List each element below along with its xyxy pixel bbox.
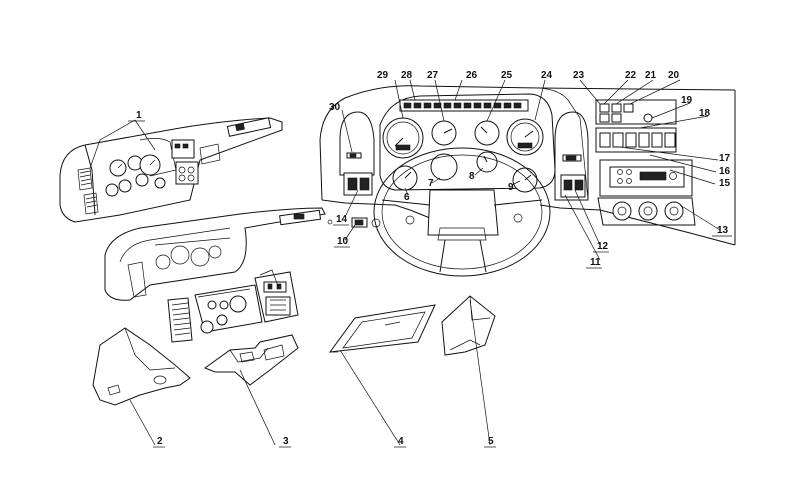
gauge-9 bbox=[512, 167, 538, 193]
callout-20: 20 bbox=[668, 70, 680, 81]
leader-lines bbox=[89, 79, 721, 446]
callout-18: 18 bbox=[699, 108, 711, 119]
part-1-dashboard-assembly bbox=[59, 117, 283, 223]
main-dashboard bbox=[319, 85, 736, 277]
gauge-6 bbox=[392, 165, 418, 191]
callout-28: 28 bbox=[401, 70, 413, 81]
callout-25: 25 bbox=[501, 70, 513, 81]
callout-14: 14 bbox=[336, 214, 348, 225]
part-3-lower-center-panel bbox=[203, 334, 299, 386]
callout-27: 27 bbox=[427, 70, 439, 81]
callout-9: 9 bbox=[508, 182, 514, 193]
gauge-25 bbox=[474, 120, 500, 146]
dashboard-shell-exploded bbox=[104, 207, 333, 301]
callout-5: 5 bbox=[488, 436, 494, 447]
steering-wheel bbox=[373, 147, 551, 277]
callout-7: 7 bbox=[428, 178, 434, 189]
callout-10: 10 bbox=[337, 236, 349, 247]
callout-13: 13 bbox=[717, 225, 729, 236]
callout-labels: 1 2 3 4 5 6 7 8 9 10 11 12 13 14 15 16 1… bbox=[128, 70, 732, 448]
instrument-panel-exploded bbox=[167, 269, 299, 343]
center-console bbox=[595, 99, 696, 226]
callout-1: 1 bbox=[136, 110, 142, 121]
callout-24: 24 bbox=[541, 70, 553, 81]
part-4-glovebox-panel bbox=[328, 304, 436, 353]
callout-12: 12 bbox=[597, 241, 609, 252]
indicator-lamps bbox=[403, 102, 522, 109]
gauge-29 bbox=[382, 117, 424, 159]
gauge-27 bbox=[431, 120, 457, 146]
callout-2: 2 bbox=[157, 436, 163, 447]
callout-6: 6 bbox=[404, 192, 410, 203]
callout-8: 8 bbox=[469, 171, 475, 182]
callout-11: 11 bbox=[590, 257, 601, 268]
callout-30: 30 bbox=[329, 102, 341, 113]
callout-23: 23 bbox=[573, 70, 585, 81]
part-2-lower-left-panel bbox=[92, 327, 191, 406]
gauge-24 bbox=[506, 118, 544, 156]
callout-3: 3 bbox=[283, 436, 289, 447]
callout-21: 21 bbox=[645, 70, 657, 81]
callout-17: 17 bbox=[719, 153, 731, 164]
part-5-bracket bbox=[441, 295, 496, 356]
callout-4: 4 bbox=[398, 436, 404, 447]
callout-16: 16 bbox=[719, 166, 731, 177]
callout-15: 15 bbox=[719, 178, 731, 189]
gauge-7-clock bbox=[430, 153, 458, 181]
gauge-8 bbox=[476, 151, 498, 173]
callout-19: 19 bbox=[681, 95, 693, 106]
callout-26: 26 bbox=[466, 70, 478, 81]
callout-29: 29 bbox=[377, 70, 389, 81]
callout-22: 22 bbox=[625, 70, 637, 81]
